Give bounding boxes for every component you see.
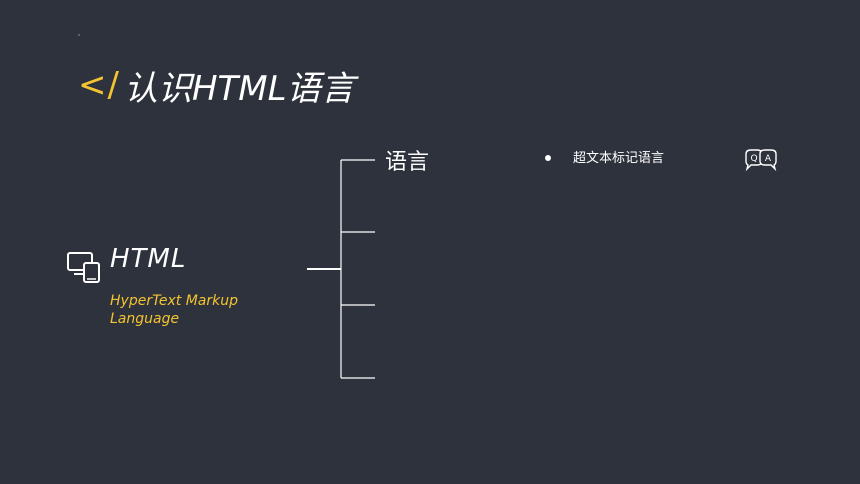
branch-label-language: 语言 — [385, 150, 430, 175]
devices-icon — [67, 252, 100, 283]
page-title: </ 认识HTML语言 — [78, 60, 355, 110]
code-mark: </ — [78, 65, 120, 105]
bullet-dot — [545, 155, 551, 161]
html-subtitle: HyperText Markup Language — [110, 293, 239, 327]
svg-text:A: A — [765, 154, 772, 164]
svg-text:Q: Q — [750, 154, 757, 164]
page-title-text: 认识HTML语言 — [123, 68, 355, 109]
qa-chat-icon: Q A — [745, 149, 777, 172]
decorative-dot — [78, 34, 80, 36]
html-heading: HTML — [110, 244, 187, 274]
bullet-text: 超文本标记语言 — [573, 151, 665, 166]
